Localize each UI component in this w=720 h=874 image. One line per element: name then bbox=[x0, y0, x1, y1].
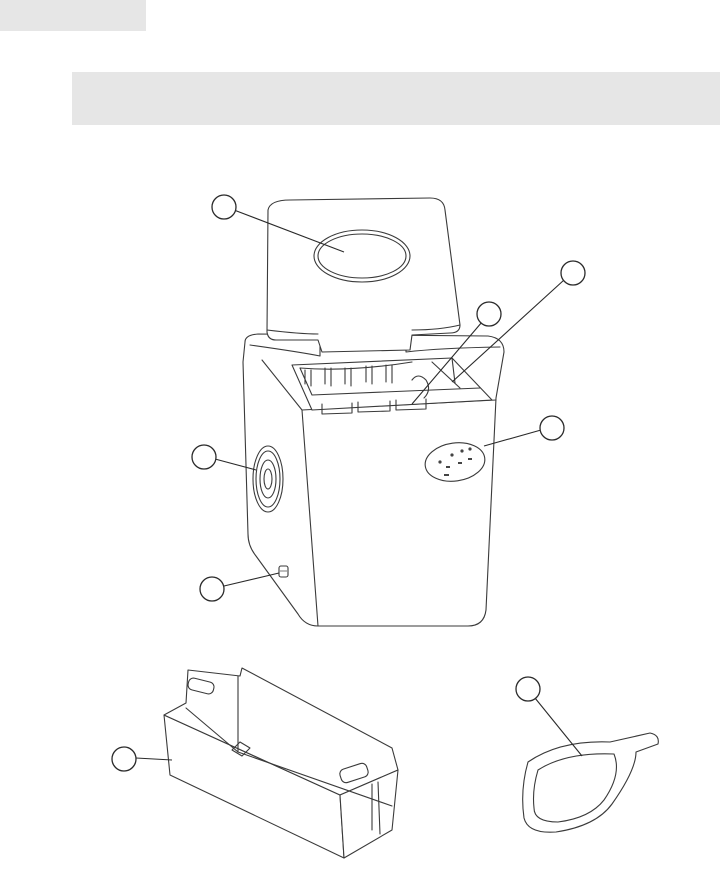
callout-control-panel bbox=[484, 416, 564, 446]
callout-air-vent bbox=[192, 445, 256, 470]
ice-scoop bbox=[523, 733, 659, 832]
control-panel bbox=[423, 439, 488, 485]
ice-fingers bbox=[300, 362, 412, 386]
drain-plug bbox=[279, 566, 288, 577]
ice-maker-lid bbox=[267, 198, 460, 352]
header-tab bbox=[0, 0, 146, 31]
ice-basket bbox=[164, 668, 398, 858]
section-title-band bbox=[72, 72, 720, 125]
air-vent bbox=[253, 446, 283, 512]
callout-drain-plug bbox=[200, 573, 279, 601]
callout-ice-basket-area bbox=[412, 302, 501, 404]
callout-water-reservoir bbox=[452, 261, 585, 382]
callout-ice-scoop bbox=[516, 677, 582, 756]
ice-maker-body bbox=[243, 334, 504, 626]
lid-window bbox=[314, 230, 410, 282]
callout-ice-basket bbox=[112, 747, 172, 771]
callout-lid-window bbox=[212, 195, 344, 252]
